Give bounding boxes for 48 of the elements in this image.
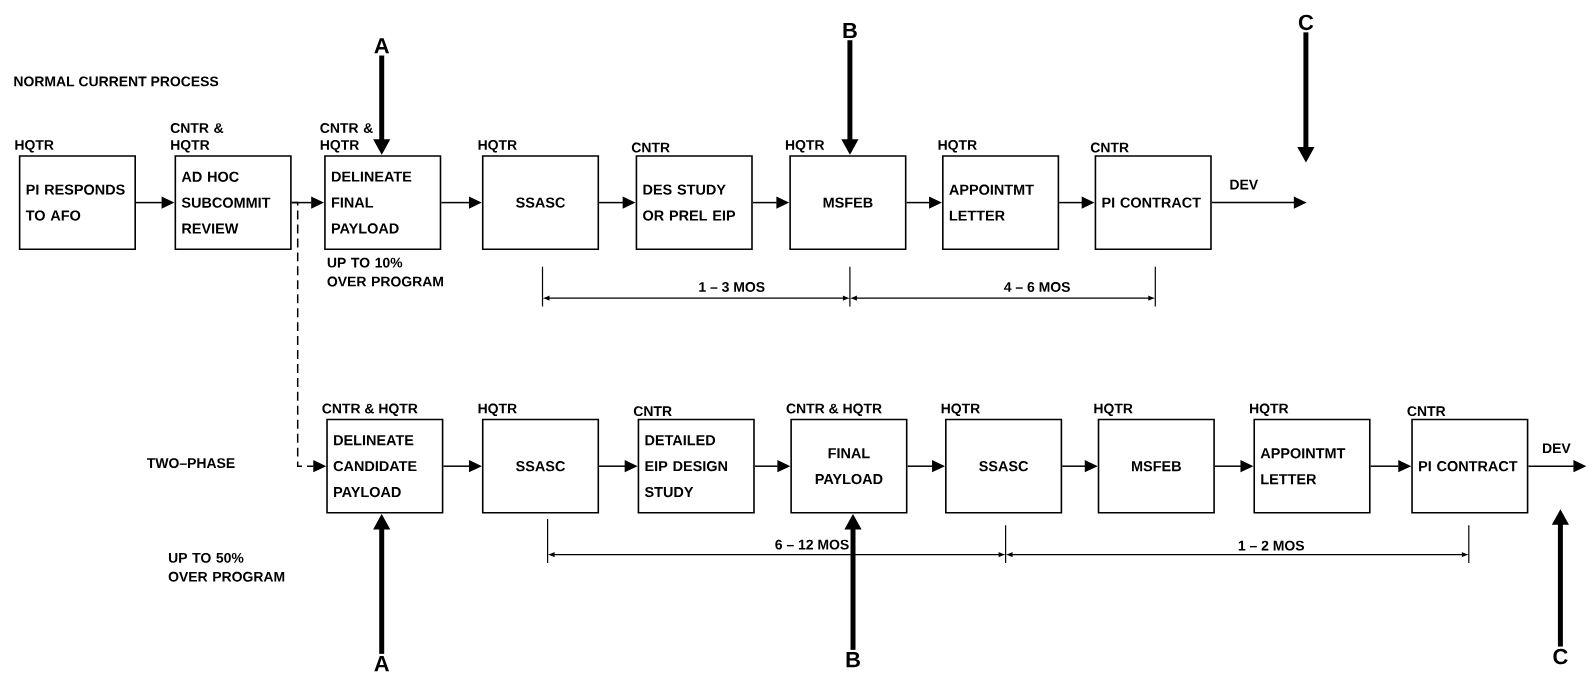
note-text: UP TO 50% OVER PROGRAM: [168, 552, 285, 582]
organization-label: HQTR: [478, 140, 517, 153]
organization-label: HQTR: [785, 140, 825, 153]
process-box: DELINEATE FINAL PAYLOAD: [324, 155, 442, 250]
process-box: MSFEB: [789, 155, 907, 250]
process-box: SSASC: [481, 418, 600, 514]
organization-label: CNTR & HQTR: [786, 403, 882, 417]
process-box: PI CONTRACT: [1094, 155, 1212, 250]
duration-label: 6 – 12 MOS: [775, 539, 849, 550]
duration-label: 1 – 3 MOS: [699, 282, 765, 292]
process-box: DES STUDY OR PREL EIP: [635, 155, 753, 250]
organization-label: HQTR: [941, 403, 980, 417]
organization-label: HQTR: [1094, 403, 1133, 417]
reference-letter: C: [1553, 648, 1568, 665]
organization-label: CNTR: [1407, 406, 1446, 417]
reference-letter: B: [846, 652, 860, 668]
organization-label: CNTR & HQTR: [170, 123, 224, 153]
row-label: NORMAL CURRENT PROCESS: [14, 76, 219, 87]
organization-label: CNTR & HQTR: [320, 123, 373, 153]
process-box: PI RESPONDS TO AFO: [18, 155, 136, 250]
reference-letter: B: [843, 22, 857, 39]
process-box: SSASC: [481, 155, 600, 250]
organization-label: CNTR & HQTR: [322, 403, 418, 417]
edge-label: DEV: [1541, 442, 1572, 454]
organization-label: HQTR: [1250, 403, 1289, 417]
organization-label: CNTR: [631, 142, 670, 153]
organization-label: HQTR: [15, 140, 54, 153]
process-box: DELINEATE CANDIDATE PAYLOAD: [326, 418, 444, 514]
organization-label: CNTR: [633, 406, 672, 417]
row-label: TWO–PHASE: [146, 458, 235, 469]
edge-label: DEV: [1228, 178, 1260, 191]
organization-label: CNTR: [1090, 142, 1129, 153]
process-box: APPOINTMT LETTER: [1253, 418, 1371, 514]
process-box: AD HOC SUBCOMMIT REVIEW: [174, 155, 292, 250]
process-box: APPOINTMT LETTER: [942, 155, 1060, 250]
process-box: MSFEB: [1097, 418, 1215, 514]
note-text: UP TO 10% OVER PROGRAM: [327, 257, 443, 287]
reference-letter: A: [374, 656, 390, 672]
duration-label: 4 – 6 MOS: [1004, 282, 1070, 292]
process-box: PI CONTRACT: [1411, 418, 1529, 514]
reference-letter: C: [1298, 14, 1314, 31]
reference-letter: A: [374, 38, 390, 54]
organization-label: HQTR: [938, 140, 977, 153]
duration-label: 1 – 2 MOS: [1238, 540, 1304, 551]
process-box: FINAL PAYLOAD: [790, 418, 908, 514]
organization-label: HQTR: [478, 403, 517, 417]
process-box: DETAILED EIP DESIGN STUDY: [637, 418, 755, 514]
process-box: SSASC: [945, 418, 1063, 514]
